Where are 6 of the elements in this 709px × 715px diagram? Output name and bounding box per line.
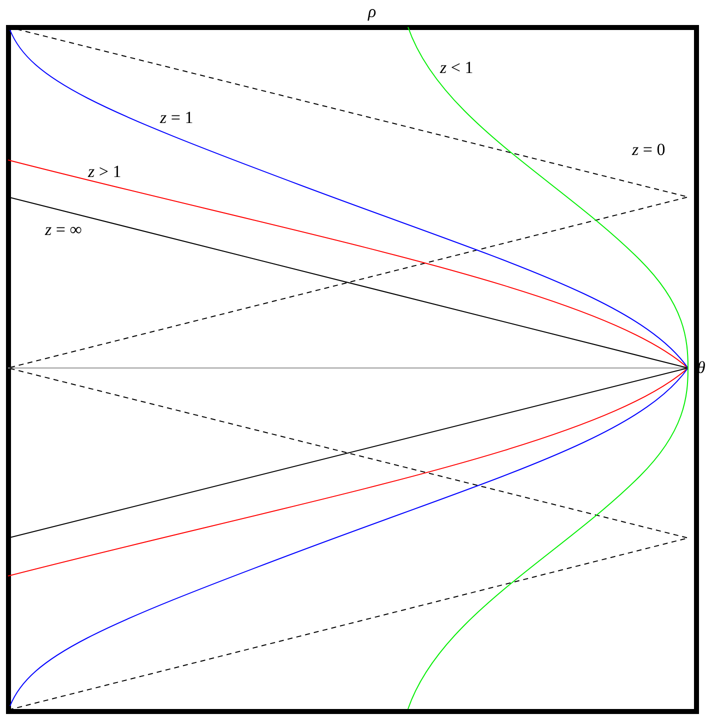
curve-label: z < 1: [440, 58, 474, 78]
curve-label: ρ: [368, 2, 376, 22]
curve-label: z = ∞: [45, 220, 82, 240]
curve-label: z > 1: [88, 162, 122, 182]
curve-label: z = 0: [632, 140, 666, 160]
curve-label: z = 1: [160, 108, 194, 128]
